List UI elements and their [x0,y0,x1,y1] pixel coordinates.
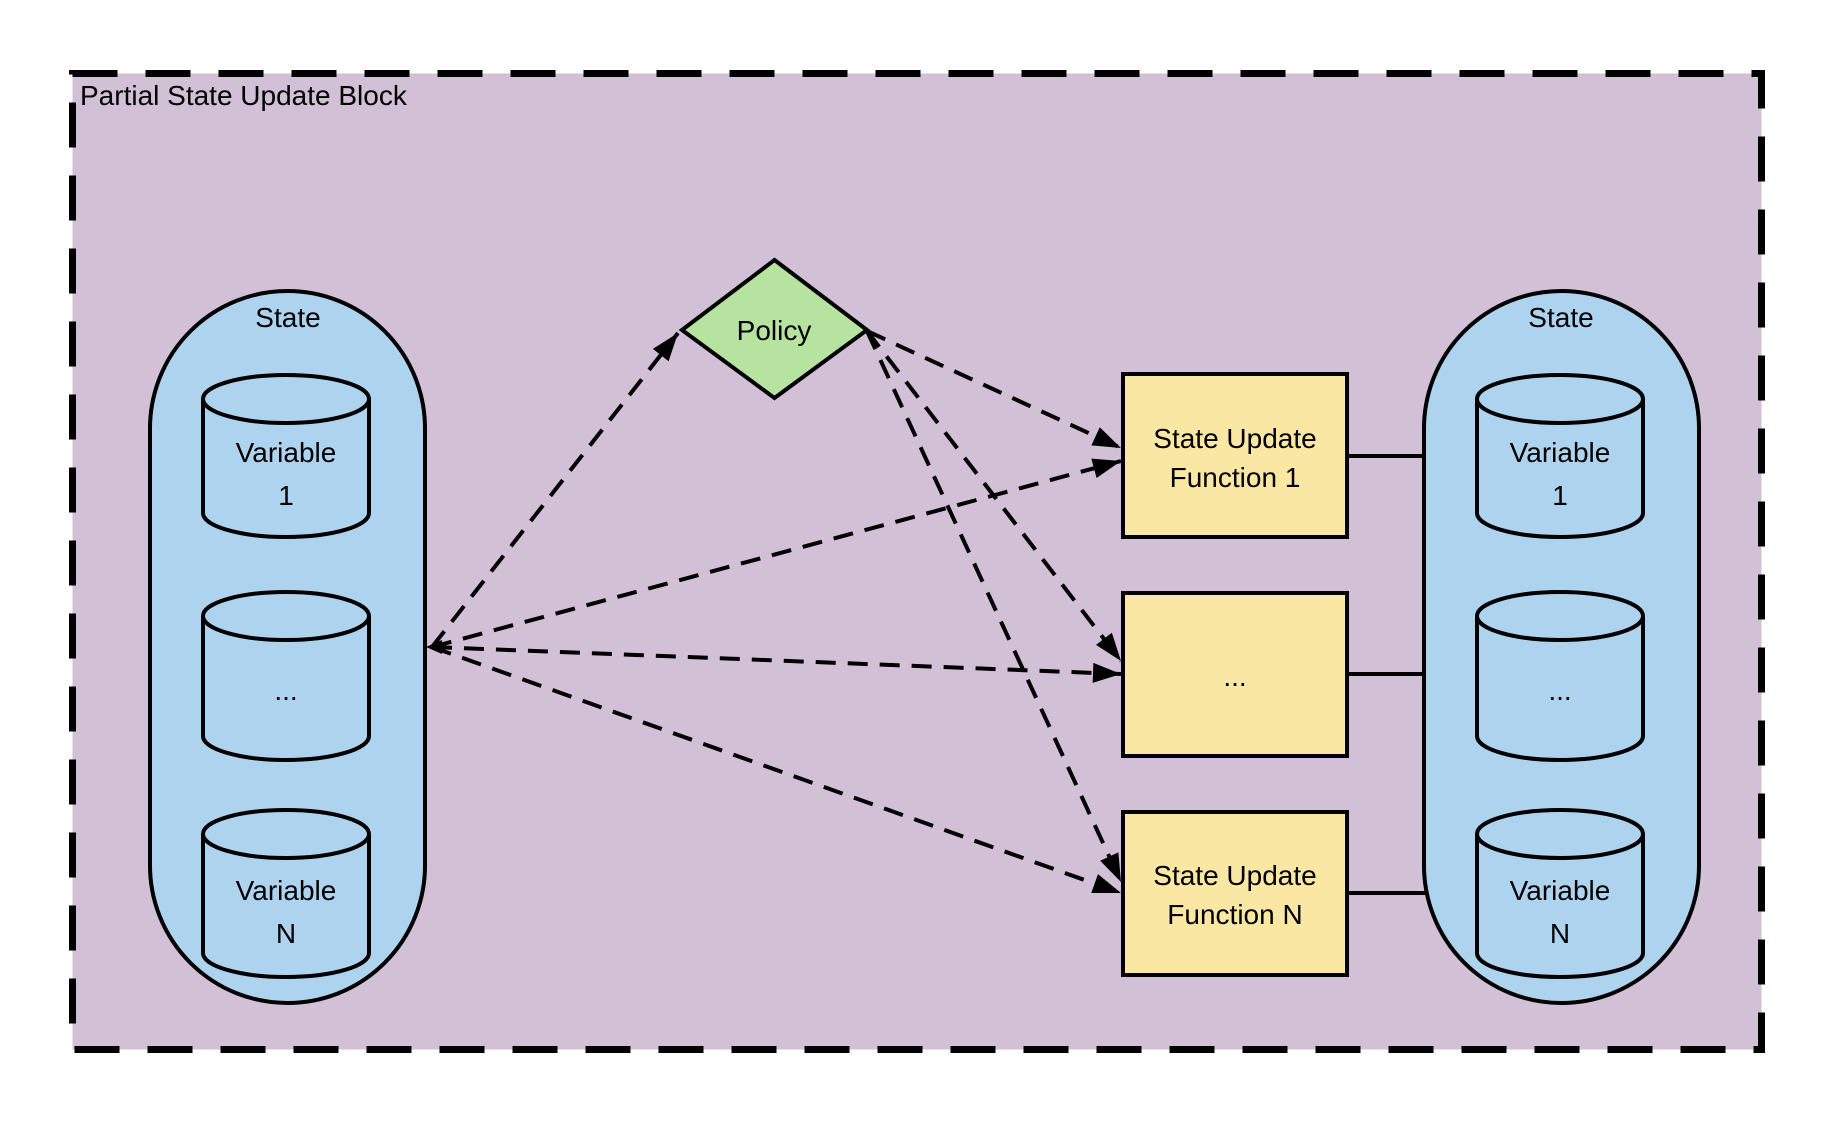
left-variable-ellipsis-label: ... [274,675,297,706]
left-variable-1-cylinder: Variable 1 [201,373,371,539]
right-variable-1-label-line1: Variable [1510,437,1611,468]
arrow-state-to-function-1 [431,458,1122,649]
state-update-function-n-box: State Update Function N [1121,810,1349,977]
state-update-function-ellipsis-label: ... [1223,661,1246,692]
right-variable-n-label-line1: Variable [1510,875,1611,906]
state-update-function-1-label-line2: Function 1 [1170,462,1301,493]
state-update-function-1-box: State Update Function 1 [1121,372,1349,539]
state-update-function-1-label-line1: State Update [1153,423,1316,454]
right-variable-1-cylinder: Variable 1 [1475,373,1645,539]
right-state-label: State [1528,302,1593,333]
right-variable-ellipsis-label: ... [1548,675,1571,706]
left-state-label: State [255,302,320,333]
state-update-function-n-label-line1: State Update [1153,860,1316,891]
left-variable-n-label-line2: N [276,918,296,949]
arrow-state-to-function-n [431,645,1122,895]
policy-label: Policy [737,315,812,346]
right-variable-n-cylinder: Variable N [1475,808,1645,979]
arrow-state-to-policy [430,331,680,649]
arrow-policy-to-function-n [865,330,1123,883]
arrow-policy-to-function-1 [866,329,1122,450]
state-update-function-n-label-line2: Function N [1167,899,1302,930]
arrow-policy-to-function-ellipsis [865,329,1123,663]
left-variable-1-label-line1: Variable [236,437,337,468]
block-title: Partial State Update Block [80,80,408,111]
left-variable-ellipsis-cylinder: ... [201,590,371,762]
right-variable-ellipsis-cylinder: ... [1475,590,1645,762]
left-variable-1-label-line2: 1 [278,480,294,511]
right-variable-1-label-line2: 1 [1552,480,1568,511]
right-variable-n-label-line2: N [1550,918,1570,949]
left-variable-n-cylinder: Variable N [201,808,371,979]
left-variable-n-label-line1: Variable [236,875,337,906]
state-update-function-ellipsis-box: ... [1121,591,1349,758]
policy-diamond [678,257,871,401]
arrow-state-to-function-ellipsis [431,645,1122,683]
